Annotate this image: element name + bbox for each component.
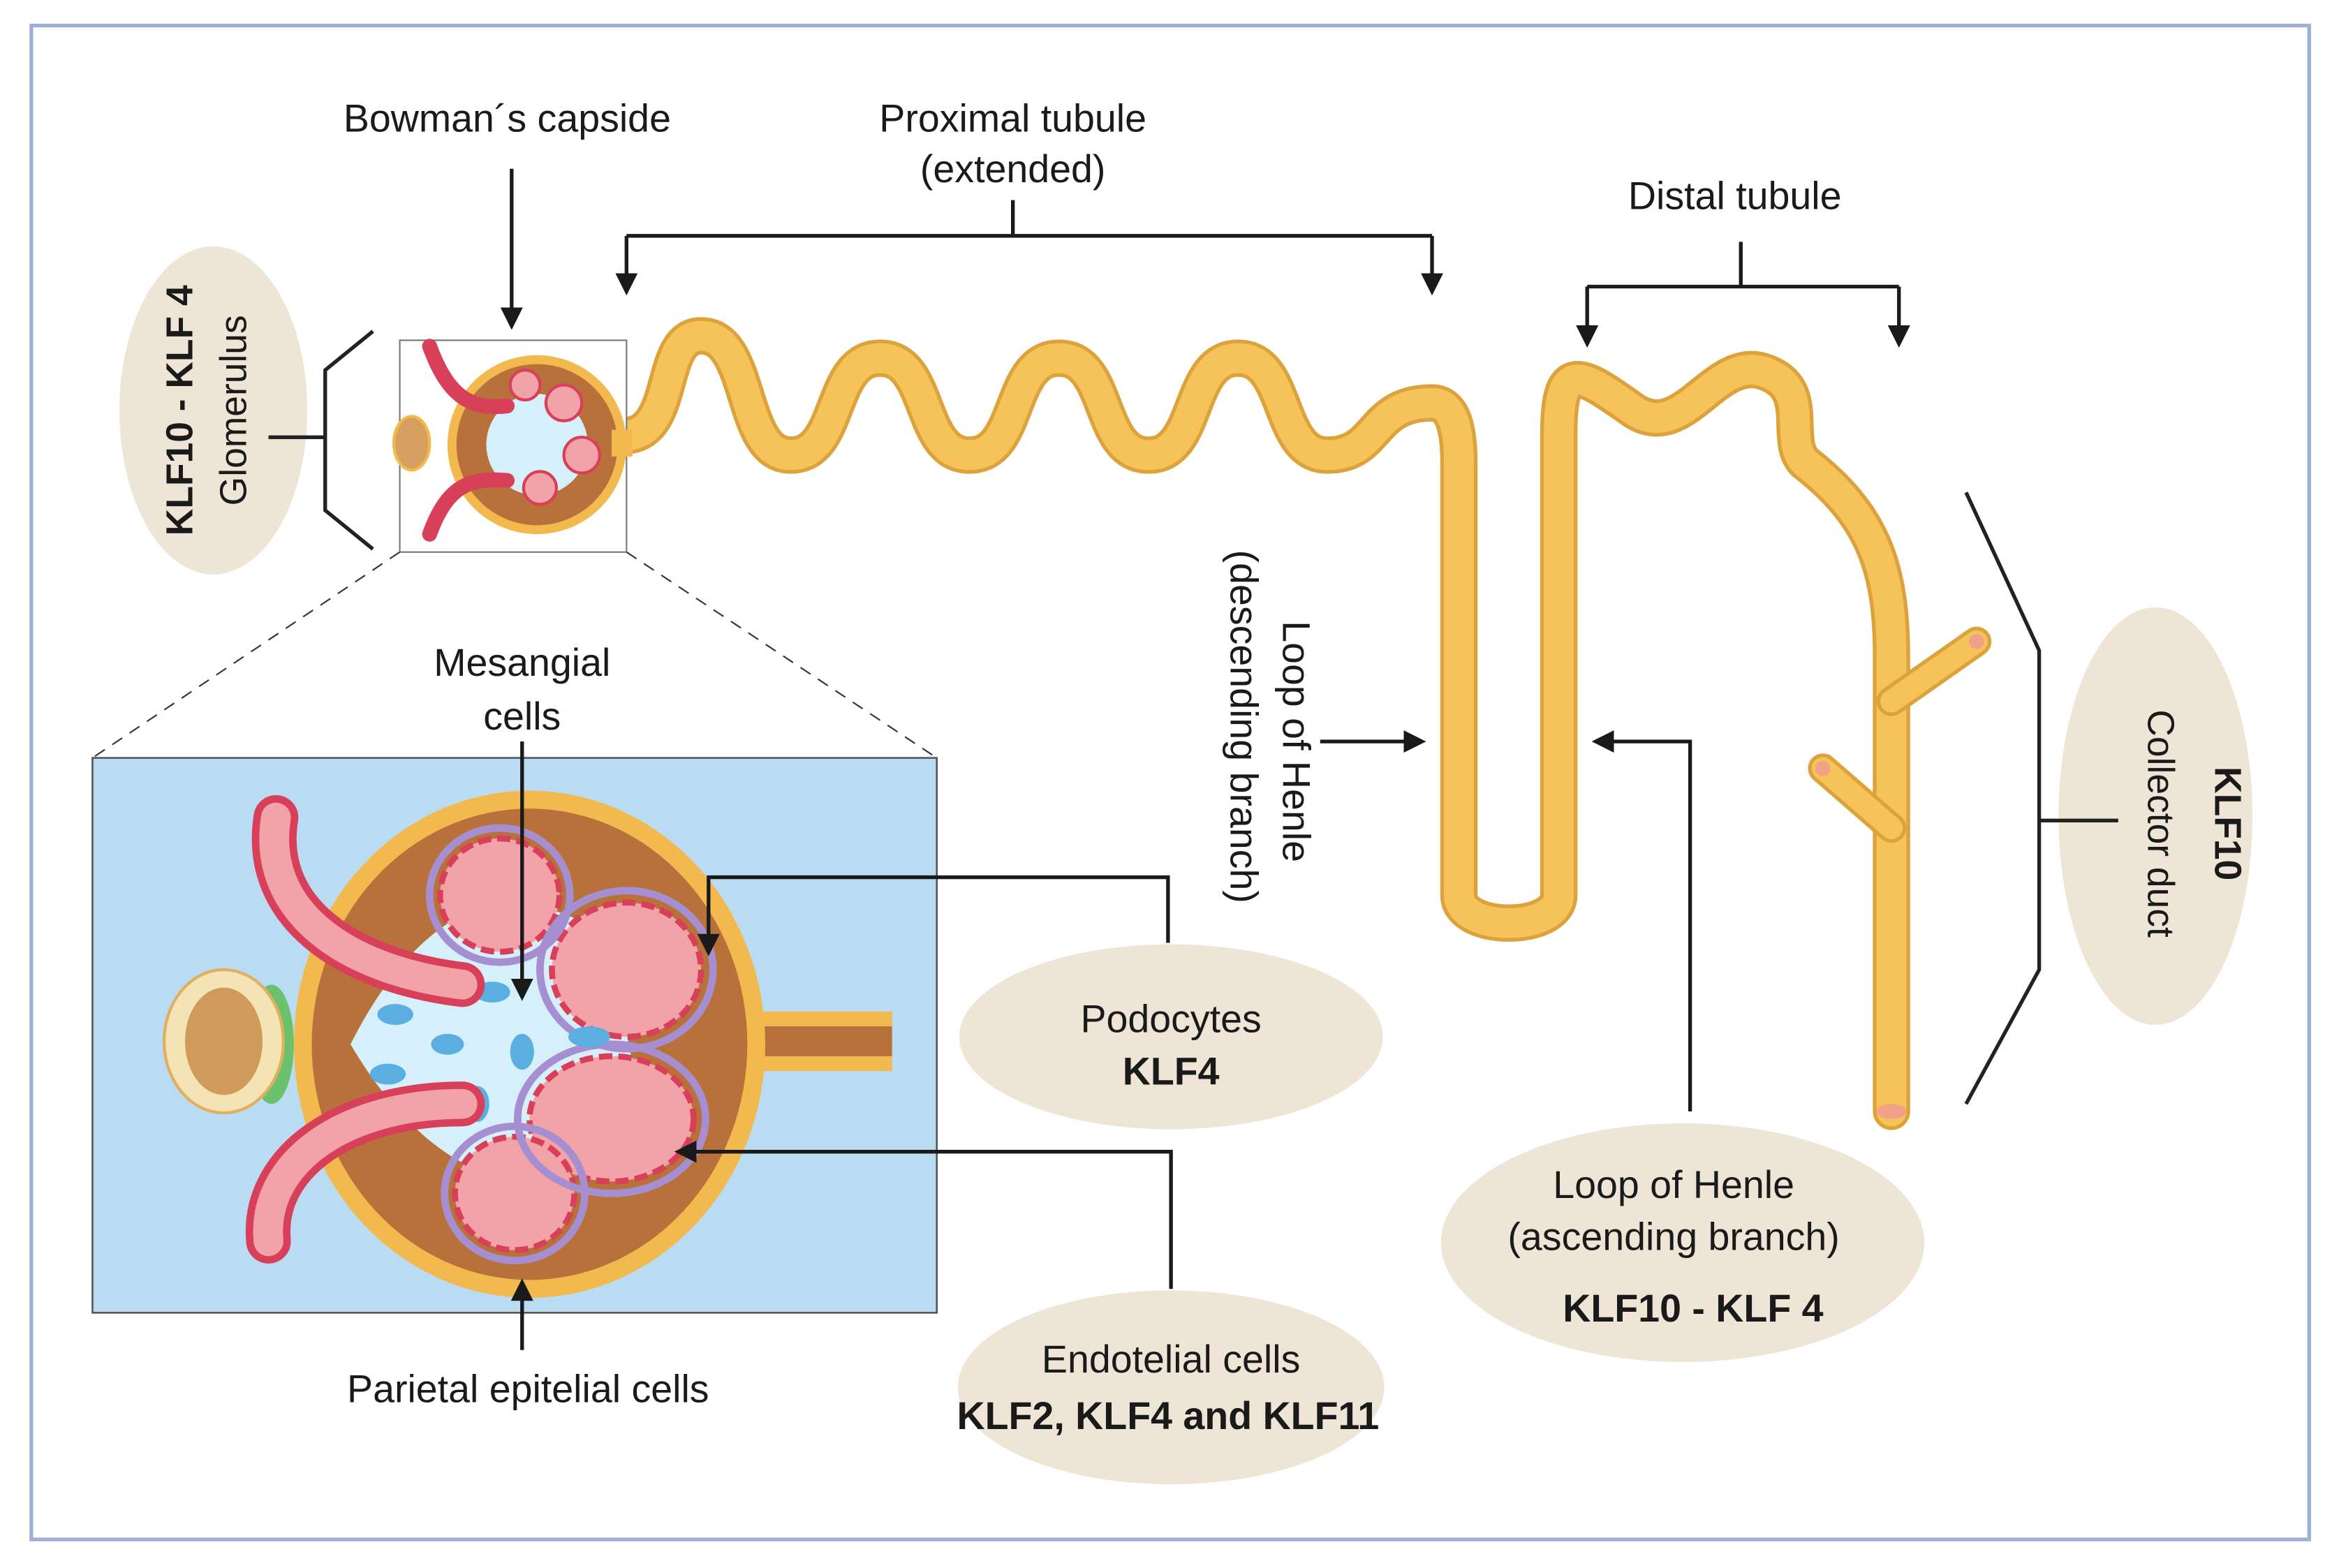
collector-klf-text: KLF10 [2207, 767, 2248, 880]
nephron-tubule [605, 317, 1992, 1130]
henle-descending-label-line2: (descending branch) [1223, 550, 1266, 903]
mesangial-cells-label-line1: Mesangial [434, 641, 610, 684]
glomerulus-name-text: Glomerulus [214, 315, 255, 505]
mesangial-cells-label-line2: cells [483, 695, 561, 738]
badge-podocytes: Podocytes KLF4 [959, 944, 1383, 1130]
proximal-bracket-arrow [626, 200, 1433, 238]
podocytes-name-text: Podocytes [1080, 998, 1261, 1041]
henle-descending-label-line1: Loop of Henle [1274, 621, 1318, 862]
glomerulus-bracket [268, 330, 374, 551]
distal-tubule-label: Distal tubule [1628, 174, 1842, 217]
badge-henle-ascending: Loop of Henle (ascending branch) KLF10 -… [1440, 1123, 1925, 1362]
bowman-capsule-label: Bowman´s capside [344, 96, 671, 140]
proximal-tubule-label-line2: (extended) [920, 147, 1105, 191]
glomerulus-klf-text: KLF10 - KLF 4 [160, 285, 201, 535]
badge-collector-duct: KLF10 Collector duct [2058, 607, 2253, 1026]
parietal-cells-label: Parietal epitelial cells [347, 1368, 709, 1411]
henle-ascending-arrow [1591, 730, 1692, 1111]
distal-bracket-arrow [1587, 242, 1899, 289]
podocytes-arrow [697, 875, 1170, 956]
henle-asc-line2-text: (ascending branch) [1507, 1215, 1839, 1259]
endotelial-arrow [674, 1140, 1173, 1289]
proximal-tubule-label-line1: Proximal tubule [879, 96, 1146, 140]
arrows [500, 168, 1910, 1350]
endotelial-name-text: Endotelial cells [1042, 1338, 1300, 1381]
endotelial-klf-text: KLF2, KLF4 and KLF11 [957, 1394, 1379, 1437]
badge-glomerulus: KLF10 - KLF 4 Glomerulus [119, 246, 308, 575]
collector-bracket [1964, 491, 2118, 1105]
badge-endotelial: Endotelial cells KLF2, KLF4 and KLF11 [957, 1290, 1385, 1485]
henle-asc-line1-text: Loop of Henle [1553, 1163, 1794, 1206]
henle-asc-klf-text: KLF10 - KLF 4 [1563, 1287, 1823, 1330]
glomerulus-small [392, 339, 633, 553]
podocytes-klf-text: KLF4 [1123, 1050, 1220, 1093]
glomerulus-inset [91, 757, 938, 1314]
collector-name-text: Collector duct [2140, 709, 2181, 938]
